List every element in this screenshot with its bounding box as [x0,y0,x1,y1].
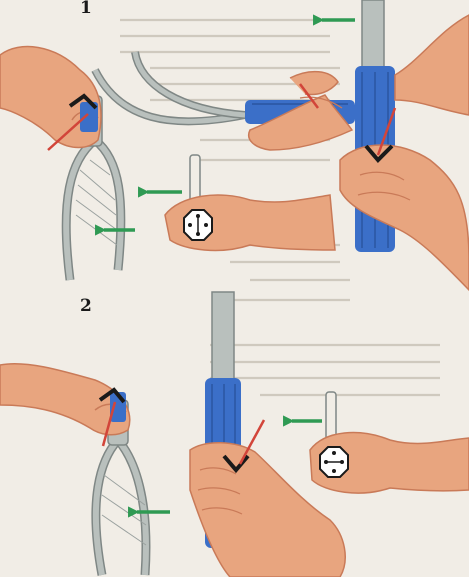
fig2-cross-section-hand [310,392,469,493]
fig1-right-forearm [395,15,469,115]
fig1-cross-section-hand [165,155,335,250]
